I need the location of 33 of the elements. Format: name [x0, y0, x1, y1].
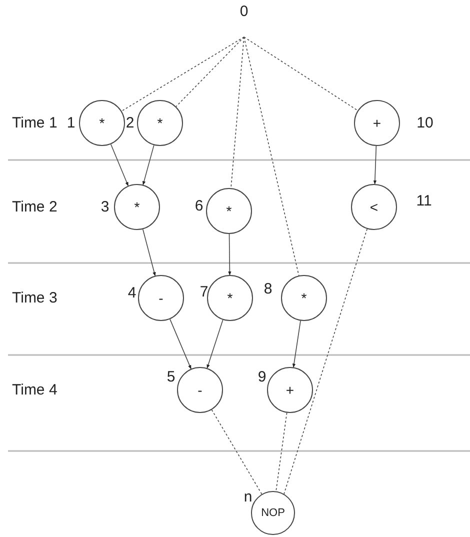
- arrow: [228, 234, 232, 276]
- time-step-label: Time 1: [12, 116, 58, 130]
- connector-line: [230, 36, 244, 188]
- node-number: 5: [166, 370, 176, 384]
- node-number: 9: [258, 370, 266, 384]
- connector-line: [176, 36, 244, 107]
- connector-line: [284, 228, 368, 494]
- time-step-label: Time 4: [12, 382, 58, 398]
- connector-line: [211, 409, 262, 494]
- node-number: 10: [416, 116, 434, 130]
- node-number: 8: [264, 282, 272, 296]
- time-step-label: Time 2: [12, 200, 58, 214]
- arrow: [292, 320, 301, 368]
- node-number: n: [244, 490, 252, 504]
- node-number: 11: [416, 194, 432, 208]
- node-number: 7: [200, 284, 208, 300]
- arrow: [142, 144, 154, 186]
- time-step-label: Time 3: [12, 290, 58, 306]
- node-number: 4: [128, 286, 136, 300]
- node-number: 6: [194, 198, 204, 214]
- node-number: 2: [126, 116, 134, 130]
- connector-line: [244, 36, 300, 276]
- node-number: 1: [66, 116, 76, 130]
- source-label: 0: [230, 2, 258, 38]
- connector-line: [244, 36, 358, 111]
- node-number: 3: [100, 200, 110, 214]
- connector-line: [276, 412, 288, 492]
- arrow: [142, 228, 156, 276]
- arrow: [170, 318, 192, 370]
- connector-line: [121, 36, 244, 112]
- arrow: [373, 146, 377, 184]
- arrow: [206, 319, 224, 369]
- arrow: [110, 144, 129, 186]
